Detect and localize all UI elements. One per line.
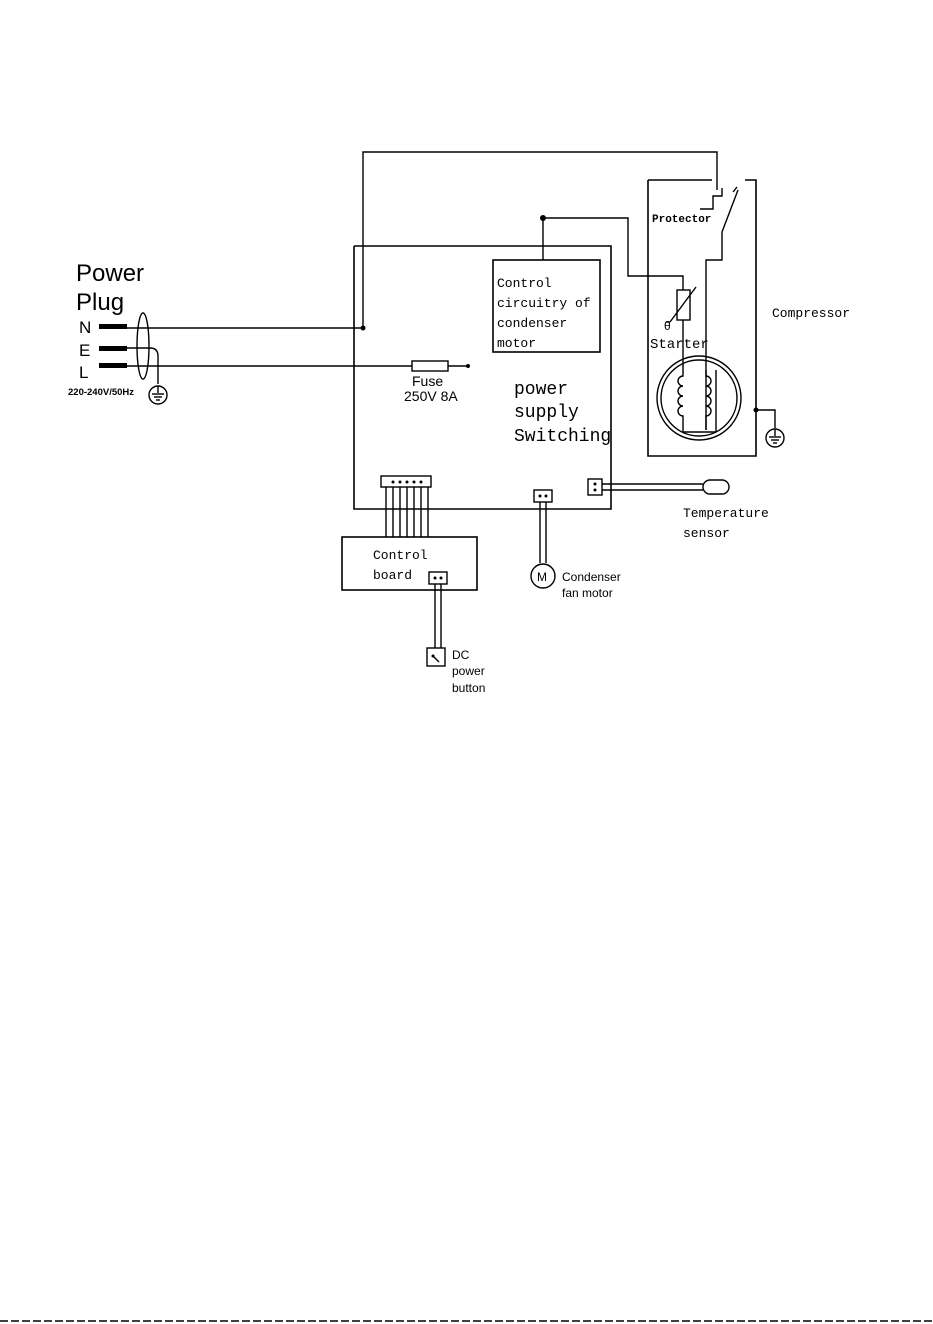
- pin-e-label: E: [79, 341, 90, 360]
- temperature-probe-icon: [703, 480, 729, 494]
- control-circuitry-line1: Control: [497, 276, 552, 291]
- condenser-fan-line1: Condenser: [562, 570, 621, 584]
- pin-l-label: L: [79, 363, 88, 382]
- temperature-sensor-line1: Temperature: [683, 506, 769, 521]
- junction-dot: [361, 326, 366, 331]
- dc-button-line2: power: [452, 664, 485, 678]
- control-circuitry-line4: motor: [497, 336, 536, 351]
- pin-e: [99, 346, 127, 351]
- plug-ground-icon: [149, 386, 167, 404]
- starter-theta: θ: [664, 319, 671, 333]
- dc-power-button-icon: [427, 648, 445, 666]
- temperature-sensor-line2: sensor: [683, 526, 730, 541]
- dc-power-button: DC power button: [427, 648, 485, 695]
- power-supply-outline: [354, 246, 611, 509]
- control-board-line2: board: [373, 568, 412, 583]
- power-plug-title-line1: Power: [76, 260, 144, 287]
- sensor-connector: [588, 479, 602, 495]
- temperature-sensor: Temperature sensor: [588, 479, 769, 541]
- compressor-label: Compressor: [772, 306, 850, 321]
- compressor: Compressor Protector θ Starter: [648, 180, 850, 456]
- dc-connector: [429, 572, 447, 584]
- compressor-motor-icon: [657, 356, 741, 440]
- condenser-fan-line2: fan motor: [562, 586, 613, 600]
- wire-control-to-starter: [543, 218, 683, 290]
- fuse-symbol: [412, 361, 448, 371]
- control-board: Control board: [342, 476, 477, 648]
- dc-button-line1: DC: [452, 648, 470, 662]
- power-supply-board: power supply Switching: [354, 246, 611, 509]
- fan-connector: [534, 490, 552, 502]
- condenser-motor-symbol: M: [537, 570, 547, 584]
- control-board-line1: Control: [373, 548, 428, 563]
- power-plug-title-line2: Plug: [76, 289, 124, 316]
- fuse: Fuse 250V 8A: [404, 361, 470, 404]
- control-circuitry-line2: circuitry of: [497, 296, 591, 311]
- pin-n: [99, 324, 127, 329]
- power-supply-line3: Switching: [514, 427, 611, 447]
- pin-l: [99, 363, 127, 368]
- protector-label: Protector: [652, 214, 711, 226]
- plug-rating: 220-240V/50Hz: [68, 387, 134, 398]
- compressor-ground-icon: [754, 408, 785, 448]
- pin-n-label: N: [79, 318, 91, 337]
- fuse-rating: 250V 8A: [404, 388, 458, 404]
- starter-label: Starter: [650, 337, 709, 353]
- cord-sheath: [137, 313, 149, 379]
- dc-button-line3: button: [452, 681, 485, 695]
- control-circuitry-box: Control circuitry of condenser motor: [493, 215, 683, 352]
- power-plug: Power Plug N E L 220-240V/50Hz: [68, 260, 167, 404]
- power-supply-line1: power: [514, 380, 568, 400]
- condenser-fan: M Condenser fan motor: [531, 490, 621, 600]
- control-circuitry-line3: condenser: [497, 316, 567, 331]
- power-supply-line2: supply: [514, 403, 579, 423]
- fuse-label: Fuse: [412, 373, 443, 389]
